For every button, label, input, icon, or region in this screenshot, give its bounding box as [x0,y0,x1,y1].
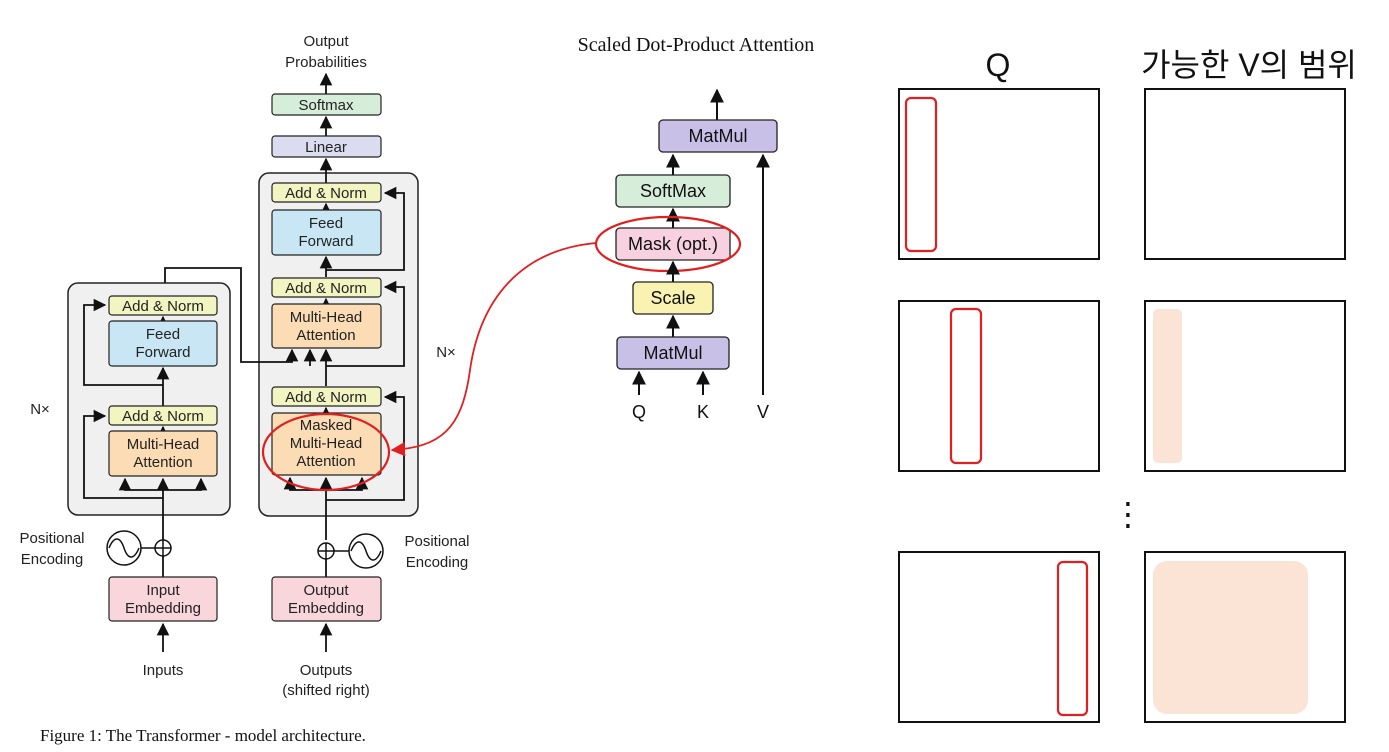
encoder-add-norm-2-label: Add & Norm [122,298,204,315]
decoder-add-norm-3-label: Add & Norm [285,185,367,202]
attention-scale [632,281,714,315]
input-embedding-label-1: Input [146,582,180,599]
encoder-pe-label-1: Positional [19,530,84,547]
outputs-label-1: Outputs [300,662,353,679]
decoder-pe-label-2: Encoding [406,554,469,571]
decoder-nx-label: N× [436,344,456,361]
linear-box [271,135,382,158]
decoder-pe-label-1: Positional [404,533,469,550]
decoder-add-norm-2-label: Add & Norm [285,280,367,297]
attention-mask-label: Mask (opt.) [628,234,718,254]
output-embedding-box [271,576,382,622]
attention-matmul-bottom [616,336,730,370]
output-probabilities-label-2: Probabilities [285,54,367,71]
attention-k-label: K [697,402,709,422]
input-embedding-label-2: Embedding [125,600,201,617]
inputs-label: Inputs [143,662,184,679]
decoder-add-norm-3 [271,182,382,203]
masked-mha-label-2: Multi-Head [290,435,363,452]
attention-mask [615,227,731,261]
v-box-1 [1144,88,1346,260]
q-highlight-1 [904,96,938,253]
q-header: Q [986,47,1011,83]
attention-v-label: V [757,402,769,422]
v-range-header: 가능한 V의 범위 [1141,47,1357,83]
q-highlight-3 [1056,560,1089,717]
output-embedding-label-2: Embedding [288,600,364,617]
figure-caption: Figure 1: The Transformer - model archit… [40,726,366,745]
v-range-3 [1153,561,1308,714]
masked-mha-highlight [261,412,391,492]
softmax-box [271,93,382,116]
ellipsis: ⋮ [1112,496,1144,532]
attention-softmax [615,174,731,208]
masked-mha-label-3: Attention [296,453,355,470]
mask-connector-arrow [390,242,597,457]
decoder-add-norm-1 [271,386,382,407]
encoder-multi-head-attention [108,430,218,477]
attention-matmul-top [658,119,778,153]
decoder-ff-label-1: Feed [309,215,343,232]
q-box-3 [898,551,1100,723]
attention-softmax-label: SoftMax [640,181,706,201]
attention-matmul-bottom-label: MatMul [643,343,702,363]
outputs-label-2: (shifted right) [282,682,370,699]
linear-label: Linear [305,139,347,156]
encoder-mha-label-1: Multi-Head [127,436,200,453]
decoder-mha-label-1: Multi-Head [290,309,363,326]
encoder-ff-label-1: Feed [146,326,180,343]
decoder-add-norm-1-label: Add & Norm [285,389,367,406]
output-embedding-label-1: Output [303,582,349,599]
encoder-ff-label-2: Forward [135,344,190,361]
encoder-add-norm-2 [108,295,218,316]
encoder-add-norm-1-label: Add & Norm [122,408,204,425]
attention-title: Scaled Dot-Product Attention [578,34,815,56]
softmax-label: Softmax [298,97,354,114]
q-box-2 [898,300,1100,472]
v-range-2 [1153,309,1182,463]
attention-matmul-top-label: MatMul [688,126,747,146]
attention-scale-label: Scale [650,288,695,308]
q-highlight-2 [949,307,983,465]
q-box-1 [898,88,1100,260]
encoder-pe-label-2: Encoding [21,551,84,568]
decoder-feed-forward [271,209,382,256]
encoder-feed-forward [108,320,218,367]
decoder-mha-label-2: Attention [296,327,355,344]
decoder-multi-head-attention [271,303,382,349]
encoder-mha-label-2: Attention [133,454,192,471]
masked-mha-label-1: Masked [300,417,353,434]
decoder-add-norm-2 [271,277,382,298]
encoder-block [67,282,231,516]
output-probabilities-label-1: Output [303,33,349,50]
input-embedding-box [108,576,218,622]
decoder-ff-label-2: Forward [298,233,353,250]
encoder-add-norm-1 [108,405,218,426]
encoder-nx-label: N× [30,401,50,418]
attention-q-label: Q [632,402,646,422]
